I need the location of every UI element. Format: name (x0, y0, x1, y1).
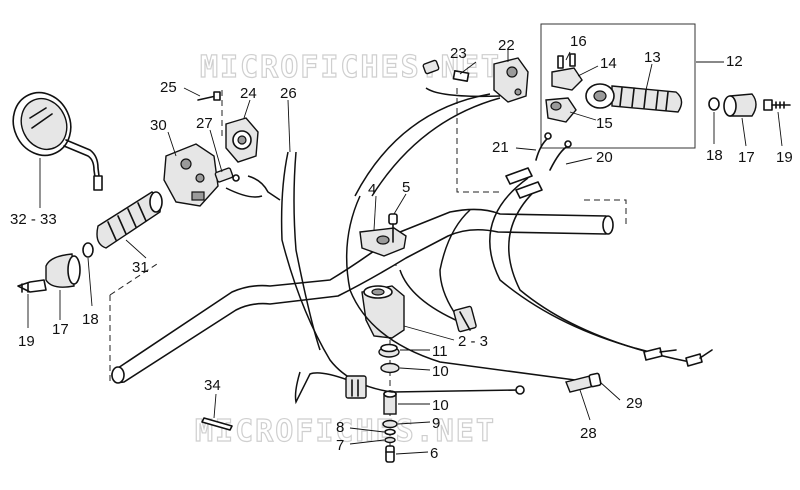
label-20: 20 (596, 149, 613, 166)
label-10a: 10 (432, 363, 449, 380)
spacer-10-lower (383, 390, 397, 415)
spacer-10-upper (380, 362, 400, 374)
label-34: 34 (204, 377, 221, 394)
washer-8 (384, 428, 396, 436)
label-17a: 17 (738, 149, 755, 166)
label-7: 7 (336, 437, 344, 454)
washer-7 (384, 436, 396, 444)
choke-cable-end (515, 372, 602, 395)
cable-tie (201, 417, 233, 431)
connector-right (453, 305, 477, 333)
watermark-top: MICROFICHES.NET (200, 50, 501, 85)
cable-ends-throttle (505, 132, 713, 367)
label-25: 25 (160, 79, 177, 96)
label-10b: 10 (432, 397, 449, 414)
label-32-33: 32 - 33 (10, 211, 57, 228)
label-31: 31 (132, 259, 149, 276)
watermark-bottom: MICROFICHES.NET (195, 414, 496, 449)
label-2-3: 2 - 3 (458, 333, 488, 350)
label-11: 11 (432, 343, 448, 360)
starter-switch (214, 167, 240, 183)
label-13: 13 (644, 49, 661, 66)
throttle-grip (585, 83, 683, 113)
left-switch (163, 143, 219, 207)
connector-left (345, 375, 367, 399)
label-9: 9 (432, 415, 440, 432)
alignment-dash-left-bottom (109, 261, 161, 382)
right-switch (493, 57, 529, 103)
upper-clamp (359, 227, 407, 257)
label-21: 21 (492, 139, 509, 156)
throttle-housing-upper (551, 53, 583, 91)
label-18b: 18 (82, 311, 99, 328)
throttle-assembly-box (540, 23, 696, 149)
rubber-bushing-11 (378, 343, 400, 358)
riser-block (361, 285, 405, 339)
label-17b: 17 (52, 321, 69, 338)
label-6: 6 (430, 445, 438, 462)
bolt-6 (385, 445, 395, 463)
left-grip (96, 191, 163, 249)
label-27: 27 (196, 115, 213, 132)
label-8: 8 (336, 419, 344, 436)
label-12: 12 (726, 53, 743, 70)
mirror (12, 91, 103, 191)
right-bar-end (708, 93, 791, 117)
label-15: 15 (596, 115, 613, 132)
label-24: 24 (240, 85, 257, 102)
throttle-housing-lower (545, 97, 577, 123)
left-bar-end (17, 242, 94, 293)
label-29: 29 (626, 395, 643, 412)
label-22: 22 (498, 37, 515, 54)
cables (225, 87, 691, 405)
alignment-dash-right (456, 88, 500, 193)
label-4: 4 (368, 181, 376, 198)
label-14: 14 (600, 55, 617, 72)
right-switch-connector (422, 59, 470, 82)
label-26: 26 (280, 85, 297, 102)
label-28: 28 (580, 425, 597, 442)
housing-screw (197, 91, 221, 101)
label-30: 30 (150, 117, 167, 134)
alignment-dash-bar-right (584, 199, 627, 228)
label-19a: 19 (776, 149, 793, 166)
left-housing (225, 117, 259, 163)
handlebar (111, 208, 614, 384)
label-19b: 19 (18, 333, 35, 350)
label-18a: 18 (706, 147, 723, 164)
leader-lines (27, 50, 783, 455)
washer-9 (382, 419, 398, 429)
clamp-screw (388, 213, 398, 243)
label-16: 16 (570, 33, 587, 50)
label-5: 5 (402, 179, 410, 196)
label-23: 23 (450, 45, 467, 62)
